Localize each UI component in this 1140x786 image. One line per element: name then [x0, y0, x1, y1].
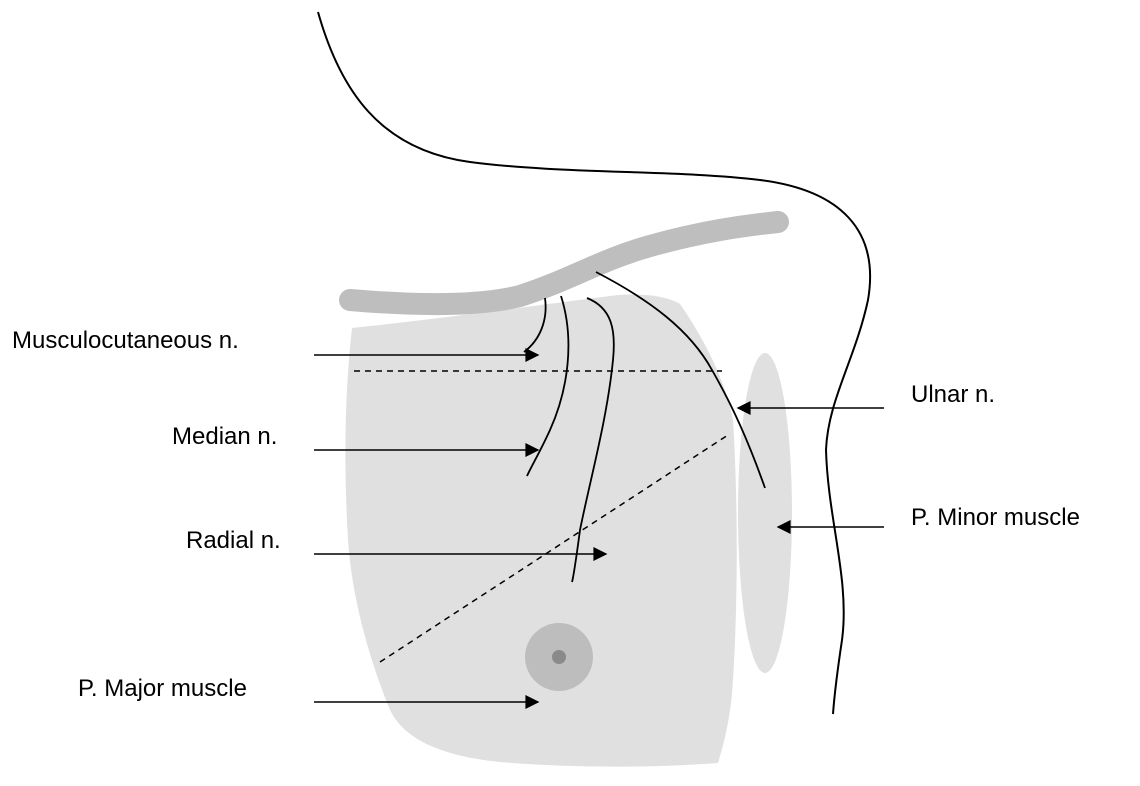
nipple — [552, 650, 566, 664]
ulnar-label: Ulnar n. — [911, 381, 995, 409]
pminor-label: P. Minor muscle — [911, 504, 1080, 532]
pmajor-label: P. Major muscle — [78, 675, 247, 703]
pectoralis-major-muscle — [345, 294, 736, 766]
pectoralis-minor-muscle — [738, 353, 792, 673]
clavicle — [350, 222, 778, 304]
median-label: Median n. — [172, 423, 277, 451]
radial-label: Radial n. — [186, 527, 281, 555]
musculocutaneous-label: Musculocutaneous n. — [12, 327, 239, 355]
